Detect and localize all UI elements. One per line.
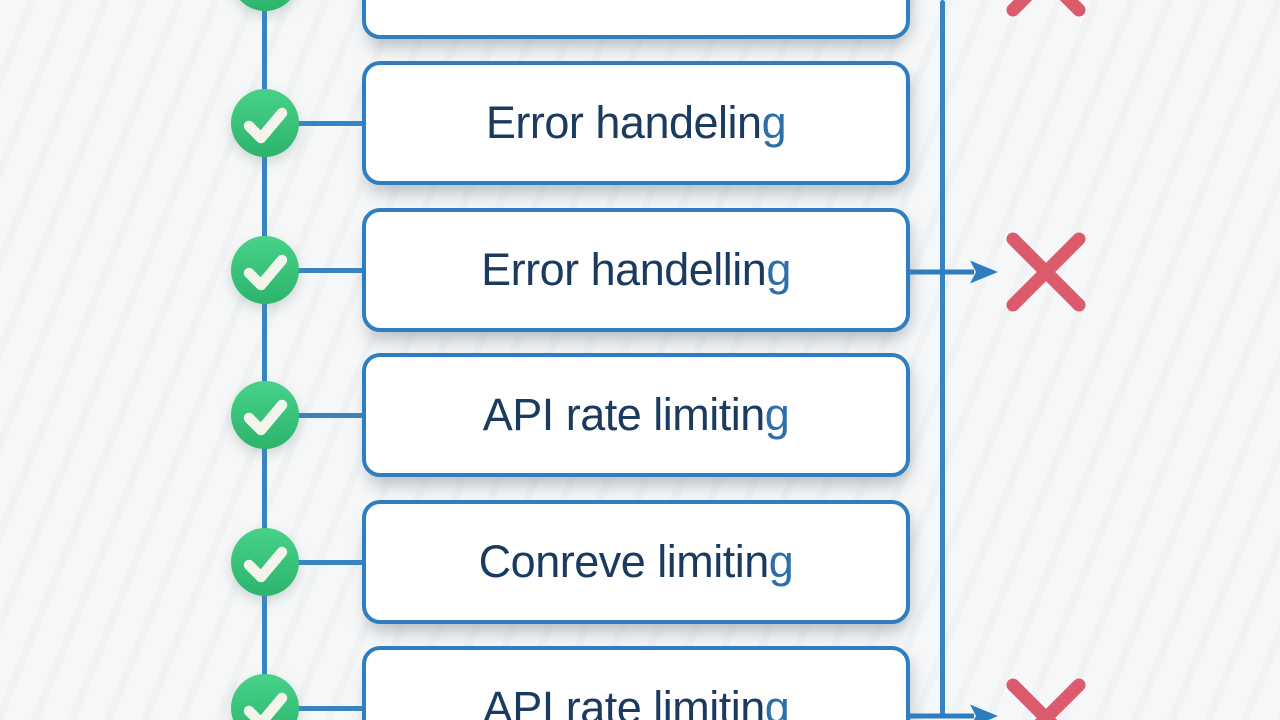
cross-icon: [1002, 674, 1090, 720]
check-icon: [231, 236, 299, 304]
cross-icon: [1002, 228, 1090, 316]
connector-line: [262, 267, 364, 273]
task-label: API rate limiting: [482, 389, 790, 440]
check-icon: [231, 89, 299, 157]
checklist-spine-line: [262, 0, 267, 720]
connector-line: [262, 412, 364, 418]
check-icon: [231, 381, 299, 449]
rejection-line: [940, 0, 945, 718]
task-label: Conreve limiting: [478, 536, 794, 587]
check-icon: [231, 528, 299, 596]
cross-icon: [1002, 0, 1090, 21]
task-label: Error handeling: [485, 97, 787, 148]
task-label: API rate limiting: [482, 682, 790, 720]
task-box: API rate limiting: [362, 353, 910, 477]
connector-line: [262, 705, 364, 711]
task-box: Conreve limiting: [362, 500, 910, 624]
connector-line: [262, 120, 364, 126]
task-box: API rate limiting: [362, 646, 910, 720]
arrow-right-icon: [910, 257, 998, 287]
arrow-right-icon: [910, 701, 998, 720]
task-box: [362, 0, 910, 39]
task-box: Error handeling: [362, 61, 910, 185]
check-icon: [231, 0, 299, 11]
task-box: Error handelling: [362, 208, 910, 332]
connector-line: [262, 559, 364, 565]
task-label: Error handelling: [481, 244, 791, 295]
check-icon: [231, 674, 299, 720]
